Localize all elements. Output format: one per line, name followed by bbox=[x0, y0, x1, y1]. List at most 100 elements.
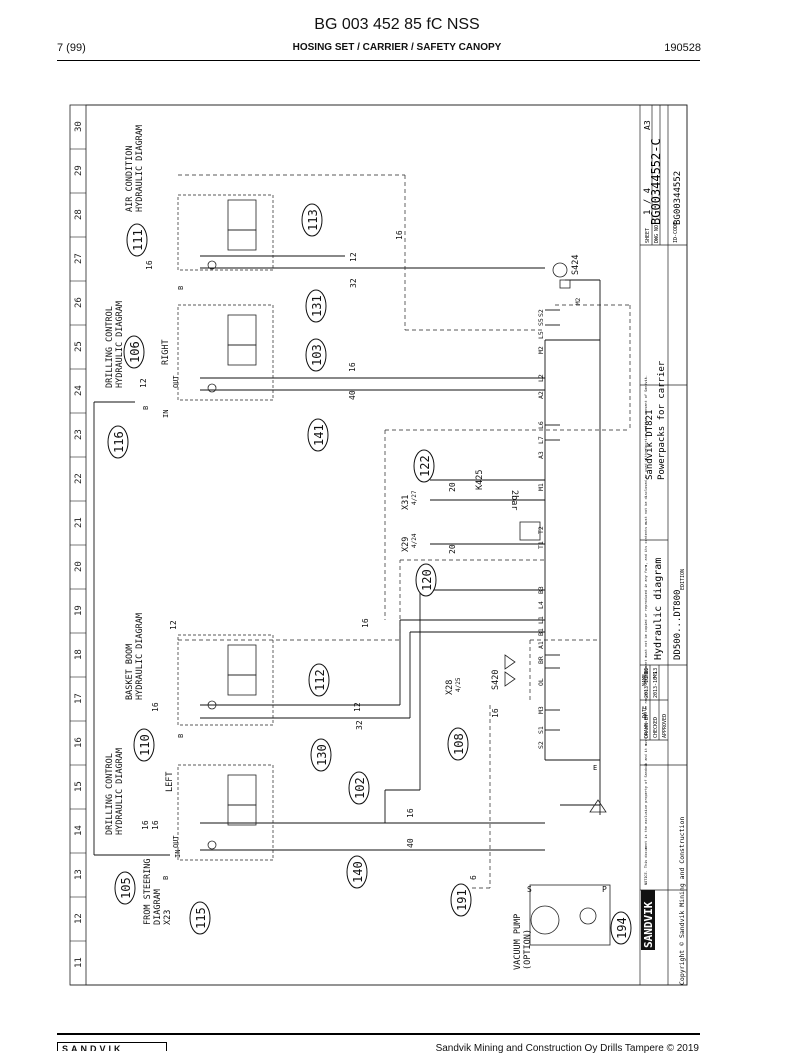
label-basket-boom: BASKET BOOM bbox=[125, 644, 135, 700]
port-label: L4 bbox=[537, 601, 545, 609]
callout-113: 113 bbox=[301, 203, 323, 237]
dimension-label: 32 bbox=[355, 720, 364, 730]
label-drilling-left: DRILLING CONTROL bbox=[105, 753, 115, 835]
label-in-right: IN bbox=[162, 410, 170, 418]
dimension-label: 32 bbox=[349, 278, 358, 288]
label-2bar: 2bar bbox=[509, 490, 519, 510]
footer-rule bbox=[57, 1033, 700, 1035]
callout-number: 112 bbox=[313, 669, 327, 691]
legal-notice: NOTICE. This document is the exclusive p… bbox=[644, 375, 648, 885]
callout-140: 140 bbox=[346, 855, 368, 889]
dimension-label: 16 bbox=[361, 618, 370, 628]
column-label: 14 bbox=[74, 825, 84, 836]
dwg-label: DWG NO bbox=[654, 225, 660, 243]
port-label: S1 bbox=[537, 726, 545, 734]
diagram-labels: AIR CONDITION HYDRAULIC DIAGRAM DRILLING… bbox=[105, 125, 607, 970]
port-label: M1 bbox=[537, 483, 545, 491]
column-label: 25 bbox=[74, 341, 84, 352]
sheet-label: SHEET bbox=[645, 228, 651, 243]
callout-141: 141 bbox=[307, 418, 329, 452]
drawing-subtitle: DD500...DT800 bbox=[673, 590, 683, 660]
callout-111: 111 bbox=[126, 223, 148, 257]
port-label: B3 bbox=[537, 586, 545, 594]
column-label: 15 bbox=[74, 781, 84, 792]
dimension-label: 16 bbox=[145, 260, 154, 270]
section-title: HOSING SET / CARRIER / SAFETY CANOPY bbox=[292, 42, 502, 53]
column-label: 11 bbox=[74, 957, 84, 968]
port-label: A2 bbox=[537, 391, 545, 399]
sandvik-logo bbox=[641, 890, 655, 950]
callout-number: 111 bbox=[131, 229, 145, 251]
dimension-label: 12 bbox=[349, 252, 358, 262]
label-drilling-right: DRILLING CONTROL bbox=[105, 306, 115, 388]
callout-102: 102 bbox=[348, 771, 370, 805]
product-name: Sandvik DT821 bbox=[645, 410, 655, 480]
drain-lines bbox=[178, 174, 631, 889]
idcode-label: ID-CODE bbox=[673, 222, 679, 243]
port-label: BR bbox=[537, 656, 545, 664]
label-air-condition-2: HYDRAULIC DIAGRAM bbox=[135, 125, 145, 212]
dimension-label: 20 bbox=[448, 544, 457, 554]
label-drilling-right-2: HYDRAULIC DIAGRAM bbox=[115, 301, 125, 388]
paper-size: A3 bbox=[643, 120, 652, 130]
port-label: A3 bbox=[537, 451, 545, 459]
port-label: M2 bbox=[537, 346, 545, 354]
callout-number: 140 bbox=[351, 861, 365, 883]
footer-copyright: Sandvik Mining and Construction Oy Drill… bbox=[435, 1043, 699, 1054]
label-from-steering-2: DIAGRAM bbox=[153, 889, 163, 925]
callout-number: 102 bbox=[353, 777, 367, 799]
label-s424: S424 bbox=[571, 255, 581, 275]
callout-number: 194 bbox=[615, 917, 629, 939]
title-block: SANDVIK Copyright © Sandvik Mining and C… bbox=[639, 105, 687, 985]
callout-number: 106 bbox=[128, 341, 142, 363]
port-label: M3 bbox=[537, 706, 545, 714]
port-label: A1 bbox=[537, 641, 545, 649]
callout-122: 122 bbox=[413, 449, 435, 483]
product-description: Powerpacks for carrier bbox=[657, 360, 667, 480]
label-b-2: B bbox=[162, 876, 170, 880]
column-label: 13 bbox=[74, 869, 84, 880]
callout-116: 116 bbox=[107, 425, 129, 459]
port-label: B1 bbox=[537, 628, 545, 636]
checked-name: MS bbox=[653, 672, 659, 678]
column-label: 18 bbox=[74, 649, 84, 660]
drawn-date: 2013-10-13 bbox=[644, 668, 650, 698]
label-m2: M2 bbox=[575, 297, 582, 305]
sandvik-logo-text: SANDVIK bbox=[642, 901, 655, 948]
id-code: BG00344552 bbox=[673, 171, 683, 225]
column-label: 16 bbox=[74, 737, 84, 748]
callout-105: 105 bbox=[114, 871, 136, 905]
dimension-label: 16 bbox=[491, 708, 500, 718]
label-x23: X23 bbox=[163, 910, 173, 925]
label-s420: S420 bbox=[491, 670, 501, 690]
dimension-label: 16 bbox=[348, 362, 357, 372]
callout-number: 141 bbox=[312, 424, 326, 446]
column-label: 19 bbox=[74, 605, 84, 616]
edition-label: EDITION bbox=[680, 569, 686, 590]
column-label: 17 bbox=[74, 693, 84, 704]
port-label: OL bbox=[537, 678, 545, 686]
callout-number: 103 bbox=[310, 344, 324, 366]
callout-number: 131 bbox=[310, 295, 324, 317]
dimension-label: 16 bbox=[141, 820, 150, 830]
document-id: BG 003 452 85 fC NSS bbox=[314, 16, 480, 33]
label-out-left: OUT bbox=[172, 835, 180, 848]
port-label: L2 bbox=[537, 374, 545, 382]
label-e: E bbox=[593, 764, 597, 772]
callout-108: 108 bbox=[447, 727, 469, 761]
callout-number: 116 bbox=[112, 431, 126, 453]
callout-number: 120 bbox=[420, 569, 434, 591]
label-drilling-left-2: HYDRAULIC DIAGRAM bbox=[115, 748, 125, 835]
label-b-3: B bbox=[177, 286, 185, 290]
dimension-label: 12 bbox=[169, 620, 178, 630]
dimension-label: 16 bbox=[151, 702, 160, 712]
column-label: 23 bbox=[74, 429, 84, 440]
label-x31-code: 4/27 bbox=[411, 490, 418, 505]
port-label: T2 bbox=[537, 526, 545, 534]
column-label: 20 bbox=[74, 561, 84, 572]
dimension-label: 40 bbox=[406, 838, 415, 848]
callout-number: 122 bbox=[418, 455, 432, 477]
label-vacuum-pump: VACUUM PUMP bbox=[513, 914, 523, 970]
copyright-notice: Copyright © Sandvik Mining and Construct… bbox=[678, 817, 686, 985]
